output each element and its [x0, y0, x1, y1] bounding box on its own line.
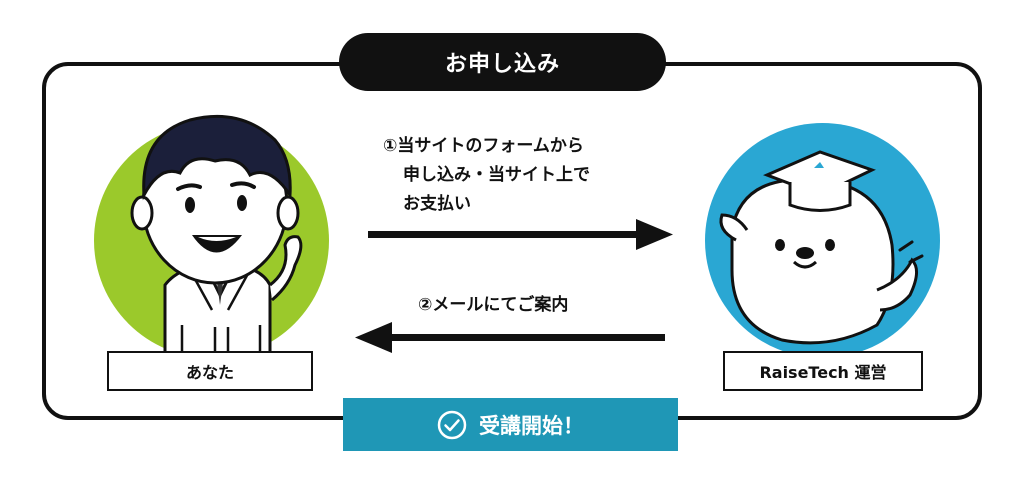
step2-text: ②メールにてご案内	[418, 290, 568, 315]
arrow-right-icon	[368, 219, 673, 250]
title-text: お申し込み	[444, 52, 560, 77]
step1-line2: 申し込み・当サイト上で	[403, 165, 590, 185]
person-illustration	[130, 114, 303, 360]
step1-line3: お支払い	[403, 194, 471, 214]
start-label: 受講開始！	[479, 413, 584, 438]
you-label: あなた	[107, 351, 313, 391]
org-label: RaiseTech 運営	[723, 351, 923, 391]
arrow-left-icon	[355, 322, 665, 353]
title-pill: お申し込み	[339, 33, 666, 91]
check-circle-icon	[437, 410, 467, 440]
step2-line: ②メールにてご案内	[418, 295, 569, 315]
you-label-text: あなた	[185, 363, 234, 382]
step1-text: ①当サイトのフォームから 申し込み・当サイト上で お支払い	[383, 132, 590, 219]
org-label-text: RaiseTech 運営	[759, 363, 887, 382]
seal-mascot-illustration	[719, 150, 924, 345]
start-banner: 受講開始！	[343, 398, 678, 451]
step1-line1: ①当サイトのフォームから	[383, 136, 584, 156]
